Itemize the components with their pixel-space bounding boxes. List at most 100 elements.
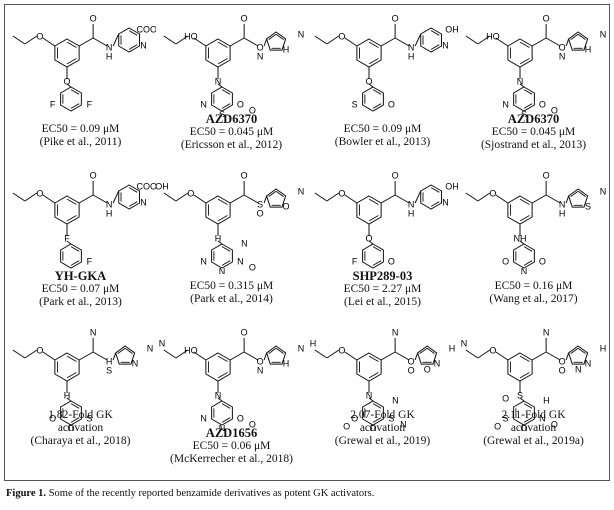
atom-label: HO xyxy=(184,345,198,355)
atom-label: H xyxy=(408,208,415,218)
atom-label: COOH xyxy=(137,24,157,34)
double-bond xyxy=(221,103,231,109)
central-benzene-ring xyxy=(205,195,231,225)
compound-citation: (Pike et al., 2011) xyxy=(39,136,122,148)
double-bond xyxy=(577,33,586,40)
bond xyxy=(112,190,120,204)
bond xyxy=(163,192,177,202)
atom-label: O xyxy=(63,76,70,86)
bond xyxy=(24,192,38,202)
atom-label: O xyxy=(36,31,43,41)
bond xyxy=(12,349,26,359)
double-bond xyxy=(577,347,586,354)
bond xyxy=(314,192,328,202)
double-bond xyxy=(523,417,533,423)
double-bond xyxy=(128,44,138,50)
bond xyxy=(477,35,491,45)
atom-label: S xyxy=(257,199,263,209)
double-bond xyxy=(70,417,80,423)
atom-label: O xyxy=(257,208,264,218)
compound-citation: (Sjostrand et al., 2013) xyxy=(480,139,587,151)
bond xyxy=(414,190,422,204)
central-benzene-ring xyxy=(54,38,80,68)
atom-label: N xyxy=(257,51,264,61)
double-bond xyxy=(217,372,228,379)
double-bond xyxy=(577,190,586,197)
atom-label: O xyxy=(408,365,415,375)
bond xyxy=(263,38,268,47)
compound-caption: EC50 = 0.315 μM(Park et al., 2014) xyxy=(156,280,307,306)
heteroaryl-ring xyxy=(420,184,443,210)
double-bond xyxy=(70,89,80,95)
atom-label: H xyxy=(449,343,456,353)
atom-label: O xyxy=(551,419,558,429)
atom-label: O xyxy=(338,188,345,198)
double-bond xyxy=(430,187,440,193)
bond xyxy=(545,194,561,204)
atom-label: S xyxy=(86,413,92,423)
atom-label: O xyxy=(338,31,345,41)
chemical-structure: OONHNCOOHFF xyxy=(12,170,156,269)
double-bond xyxy=(70,246,80,252)
double-bond xyxy=(124,347,133,354)
compound-cell: OONHNCOOHOFFEC50 = 0.09 μM(Pike et al., … xyxy=(5,5,156,162)
atom-label: O xyxy=(543,170,550,180)
double-bond xyxy=(368,372,379,379)
double-bond xyxy=(217,215,228,222)
atom-label: H xyxy=(600,343,607,353)
atom-label: N xyxy=(400,419,407,429)
double-bond xyxy=(372,246,382,252)
atom-label: O xyxy=(343,421,350,431)
bond xyxy=(12,35,26,45)
bond xyxy=(394,351,410,361)
compound-activity: EC50 = 0.06 μM xyxy=(192,440,271,452)
central-benzene-ring xyxy=(507,195,533,225)
atom-label: S xyxy=(517,390,523,400)
chemical-structure: OONHNCOOHOFF xyxy=(12,13,157,112)
double-bond xyxy=(221,89,231,95)
atom-label: O xyxy=(249,262,256,272)
double-bond xyxy=(268,190,277,197)
double-bond xyxy=(268,347,277,354)
double-bond xyxy=(368,355,379,362)
bond xyxy=(42,351,56,361)
atom-label: H xyxy=(106,208,113,218)
bond xyxy=(394,194,410,204)
bond xyxy=(380,351,396,361)
compound-name: AZD6370 xyxy=(507,112,560,126)
figure-caption-text: Some of the recently reported benzamide … xyxy=(48,488,375,499)
bond xyxy=(368,240,374,245)
bond xyxy=(78,194,94,204)
atom-label: N xyxy=(132,358,139,368)
bond xyxy=(92,37,108,47)
atom-label: F xyxy=(50,99,56,109)
atom-label: N xyxy=(219,423,226,431)
compound-name: SHP289-03 xyxy=(352,269,413,283)
atom-label: N xyxy=(298,29,305,39)
heteroaryl-ring xyxy=(420,27,443,53)
bond xyxy=(414,352,419,361)
double-bond xyxy=(430,30,440,36)
aryl-ring xyxy=(513,400,535,426)
atom-label: N xyxy=(521,266,528,274)
atom-label: N xyxy=(106,42,113,52)
double-bond xyxy=(368,215,379,222)
atom-label: N xyxy=(559,51,566,61)
atom-label: HO xyxy=(184,31,198,41)
double-bond xyxy=(66,198,77,205)
double-bond xyxy=(519,58,530,65)
double-bond xyxy=(221,417,231,423)
atom-label: H xyxy=(283,358,290,368)
heteroaryl-ring xyxy=(568,345,589,365)
